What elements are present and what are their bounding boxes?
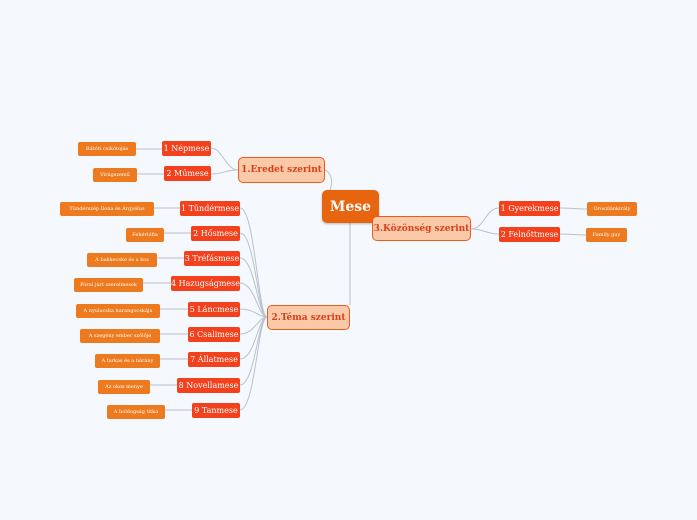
subtopic-gyerekmese[interactable]: 1 Gyerekmese xyxy=(499,201,560,216)
link-tema-sub-5 xyxy=(239,308,268,318)
example-family-guy[interactable]: Family guy xyxy=(586,228,627,242)
link-tema-sub-3 xyxy=(239,257,268,318)
link-kozonseg-felnott xyxy=(470,228,500,235)
topic-eredet-szerint[interactable]: 1.Eredet szerint xyxy=(238,157,325,183)
subtopic-mumese[interactable]: 2 Műmese xyxy=(164,166,211,181)
subtopic-csalimese[interactable]: 6 Csalimese xyxy=(188,327,240,342)
subtopic-allatmese[interactable]: 7 Állatmese xyxy=(188,352,240,367)
link-eredet-mumese xyxy=(210,169,239,175)
central-topic[interactable]: Mese xyxy=(322,190,379,223)
example-szegeny-ember-szoloje[interactable]: A szegény ember szőlője xyxy=(80,329,160,343)
example-viragszemu[interactable]: Virágszemű xyxy=(93,168,137,182)
example-tunderszep-ilona[interactable]: Tündérszép Ilona és Árgyélus xyxy=(60,202,154,216)
subtopic-trefasmese[interactable]: 3 Tréfásmese xyxy=(184,251,240,266)
link-gyerek-example xyxy=(559,207,588,210)
example-okos-menye[interactable]: Az okos menye xyxy=(98,380,150,394)
link-eredet-nepmese xyxy=(210,147,239,171)
subtopic-lancmese[interactable]: 5 Láncmese xyxy=(188,302,240,317)
example-boldogsag-titka[interactable]: A boldogság titka xyxy=(107,405,165,419)
subtopic-nepmese[interactable]: 1 Népmese xyxy=(162,141,211,156)
example-nyulacska-harangocskaja[interactable]: A nyulacska harangocskája xyxy=(76,304,160,318)
link-felnott-example xyxy=(559,233,587,236)
subtopic-novellamese[interactable]: 8 Novellamese xyxy=(177,378,240,393)
link-tema-sub-2 xyxy=(239,232,268,318)
link-tema-sub-4 xyxy=(239,282,268,318)
topic-tema-szerint[interactable]: 2.Téma szerint xyxy=(267,305,350,330)
example-porul-jart-szerelmesek[interactable]: Pórul járt szerelmesek xyxy=(74,278,143,292)
subtopic-tanmese[interactable]: 9 Tanmese xyxy=(192,403,240,418)
subtopic-hosmese[interactable]: 2 Hősmese xyxy=(191,226,240,241)
example-oroszlankiraly[interactable]: Oroszlánkirály xyxy=(587,202,637,216)
subtopic-tundermese[interactable]: 1 Tündérmese xyxy=(180,201,240,216)
example-farkas-es-barany[interactable]: A farkas és a bárány xyxy=(95,354,160,368)
link-kozonseg-gyerek xyxy=(470,207,500,230)
topic-kozonseg-szerint[interactable]: 3.Közönség szerint xyxy=(372,216,471,241)
subtopic-felnottmese[interactable]: 2 Felnőttmese xyxy=(499,227,560,242)
example-feherlofia[interactable]: Fehérlófia xyxy=(126,228,164,242)
example-bakkecske-es-kos[interactable]: A bakkecske és a kos xyxy=(87,253,157,267)
subtopic-hazugsagmese[interactable]: 4 Hazugságmese xyxy=(171,276,240,291)
link-tema-sub-9 xyxy=(239,316,268,411)
example-ratoti-csikotojas[interactable]: Rátóti csikótojás xyxy=(78,142,136,156)
link-tema-sub-1 xyxy=(239,207,268,318)
link-central-eredet xyxy=(324,169,333,191)
